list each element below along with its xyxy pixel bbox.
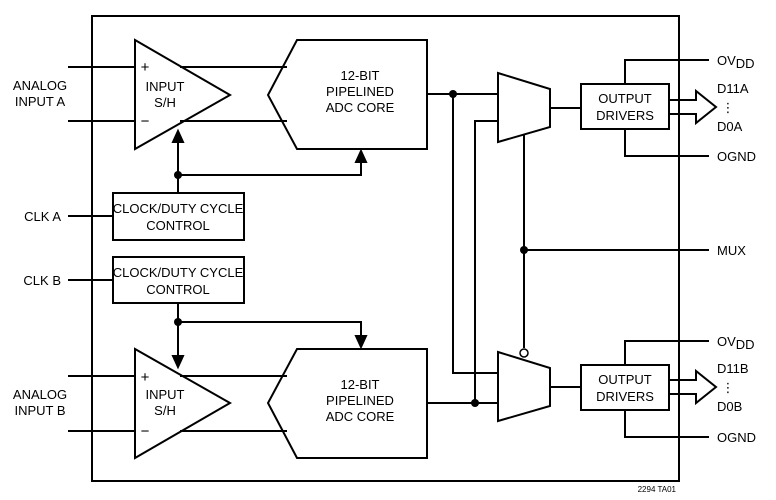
clock-b-junction <box>174 318 182 326</box>
adc-core-a-line1: 12-BIT <box>340 68 379 83</box>
adc-core-a-line3: ADC CORE <box>326 100 395 115</box>
ovdd-b-wire <box>624 340 709 365</box>
sh-label-a-line1: INPUT <box>146 79 185 94</box>
chip-outline <box>91 15 680 482</box>
adc-core-b-line3: ADC CORE <box>326 409 395 424</box>
clock-control-a-line1: CLOCK/DUTY CYCLE <box>113 201 244 216</box>
clock-b-to-sh-arrow <box>171 355 185 370</box>
analog-input-a-label-line2: INPUT A <box>15 94 66 109</box>
part-code-label: 2294 TA01 <box>638 485 677 494</box>
mux-routing: MUX <box>427 71 746 423</box>
ovdd-b-label: OVDD <box>717 334 755 352</box>
mux-label: MUX <box>717 243 746 258</box>
d0a-label: D0A <box>717 119 743 134</box>
clock-a-to-adc-wire <box>178 161 362 176</box>
adc-a-to-mux-b-wire <box>452 94 498 374</box>
clock-control-b-line2: CONTROL <box>146 282 210 297</box>
clock-control-b-line1: CLOCK/DUTY CYCLE <box>113 265 244 280</box>
d11a-label: D11A <box>717 81 749 96</box>
analog-input-b-label-line1: ANALOG <box>13 387 67 402</box>
adc-core-b-line1: 12-BIT <box>340 377 379 392</box>
adc-core-a <box>266 39 428 150</box>
sh-label-a-line2: S/H <box>154 95 176 110</box>
clock-b-to-adc-wire <box>178 321 362 336</box>
ovdd-a-wire <box>624 59 709 84</box>
sh-plus-sign-a: + <box>141 59 150 76</box>
analog-input-b-label-line2: INPUT B <box>14 403 65 418</box>
clock-a-junction <box>174 171 182 179</box>
output-b: OUTPUT DRIVERS OVDD OGND D11B ⋮ D0B <box>550 334 756 445</box>
sh-minus-sign-a: − <box>141 113 150 130</box>
mux-select-junction <box>520 246 528 254</box>
clock-a-to-sh-arrow <box>171 128 185 143</box>
bus-b-ellipsis: ⋮ <box>722 380 735 395</box>
ognd-b-wire <box>624 410 709 438</box>
clk-b-label: CLK B <box>23 273 61 288</box>
channel-b: CLOCK/DUTY CYCLE CONTROL CLK B ANALOG IN… <box>13 256 428 460</box>
ognd-b-label: OGND <box>717 430 756 445</box>
mux-b-inverting-bubble <box>519 348 529 358</box>
data-bus-a-arrow <box>668 88 718 126</box>
channel-a: ANALOG INPUT A + − INPUT S/H 12-BIT PIPE… <box>13 38 428 241</box>
output-drivers-a-line2: DRIVERS <box>596 108 654 123</box>
adc-b-to-mux-a-wire <box>474 120 498 403</box>
mux-a <box>497 71 551 144</box>
data-bus-b-arrow <box>668 368 718 406</box>
sh-label-b-line2: S/H <box>154 403 176 418</box>
analog-input-a-label-line1: ANALOG <box>13 78 67 93</box>
clk-a-label: CLK A <box>24 209 61 224</box>
output-drivers-a-line1: OUTPUT <box>598 91 652 106</box>
clock-b-to-adc-arrow <box>354 335 368 350</box>
sh-minus-sign-b: − <box>141 423 150 440</box>
ognd-a-wire <box>624 129 709 157</box>
clock-control-a-line2: CONTROL <box>146 218 210 233</box>
ovdd-a-label: OVDD <box>717 53 755 71</box>
bus-a-ellipsis: ⋮ <box>722 100 735 115</box>
mux-b <box>497 350 551 423</box>
d11b-label: D11B <box>717 361 749 376</box>
output-a: OUTPUT DRIVERS OVDD OGND D11A ⋮ D0A <box>550 53 756 164</box>
sh-label-b-line1: INPUT <box>146 387 185 402</box>
adc-core-a-line2: PIPELINED <box>326 84 394 99</box>
d0b-label: D0B <box>717 399 742 414</box>
ognd-a-label: OGND <box>717 149 756 164</box>
output-drivers-b-line2: DRIVERS <box>596 389 654 404</box>
adc-core-b <box>266 348 428 459</box>
adc-core-b-line2: PIPELINED <box>326 393 394 408</box>
input-sh-amplifier-a <box>134 38 233 151</box>
input-sh-amplifier-b <box>134 347 233 460</box>
clock-a-to-adc-arrow <box>354 148 368 163</box>
output-drivers-b-line1: OUTPUT <box>598 372 652 387</box>
sh-plus-sign-b: + <box>141 369 150 386</box>
